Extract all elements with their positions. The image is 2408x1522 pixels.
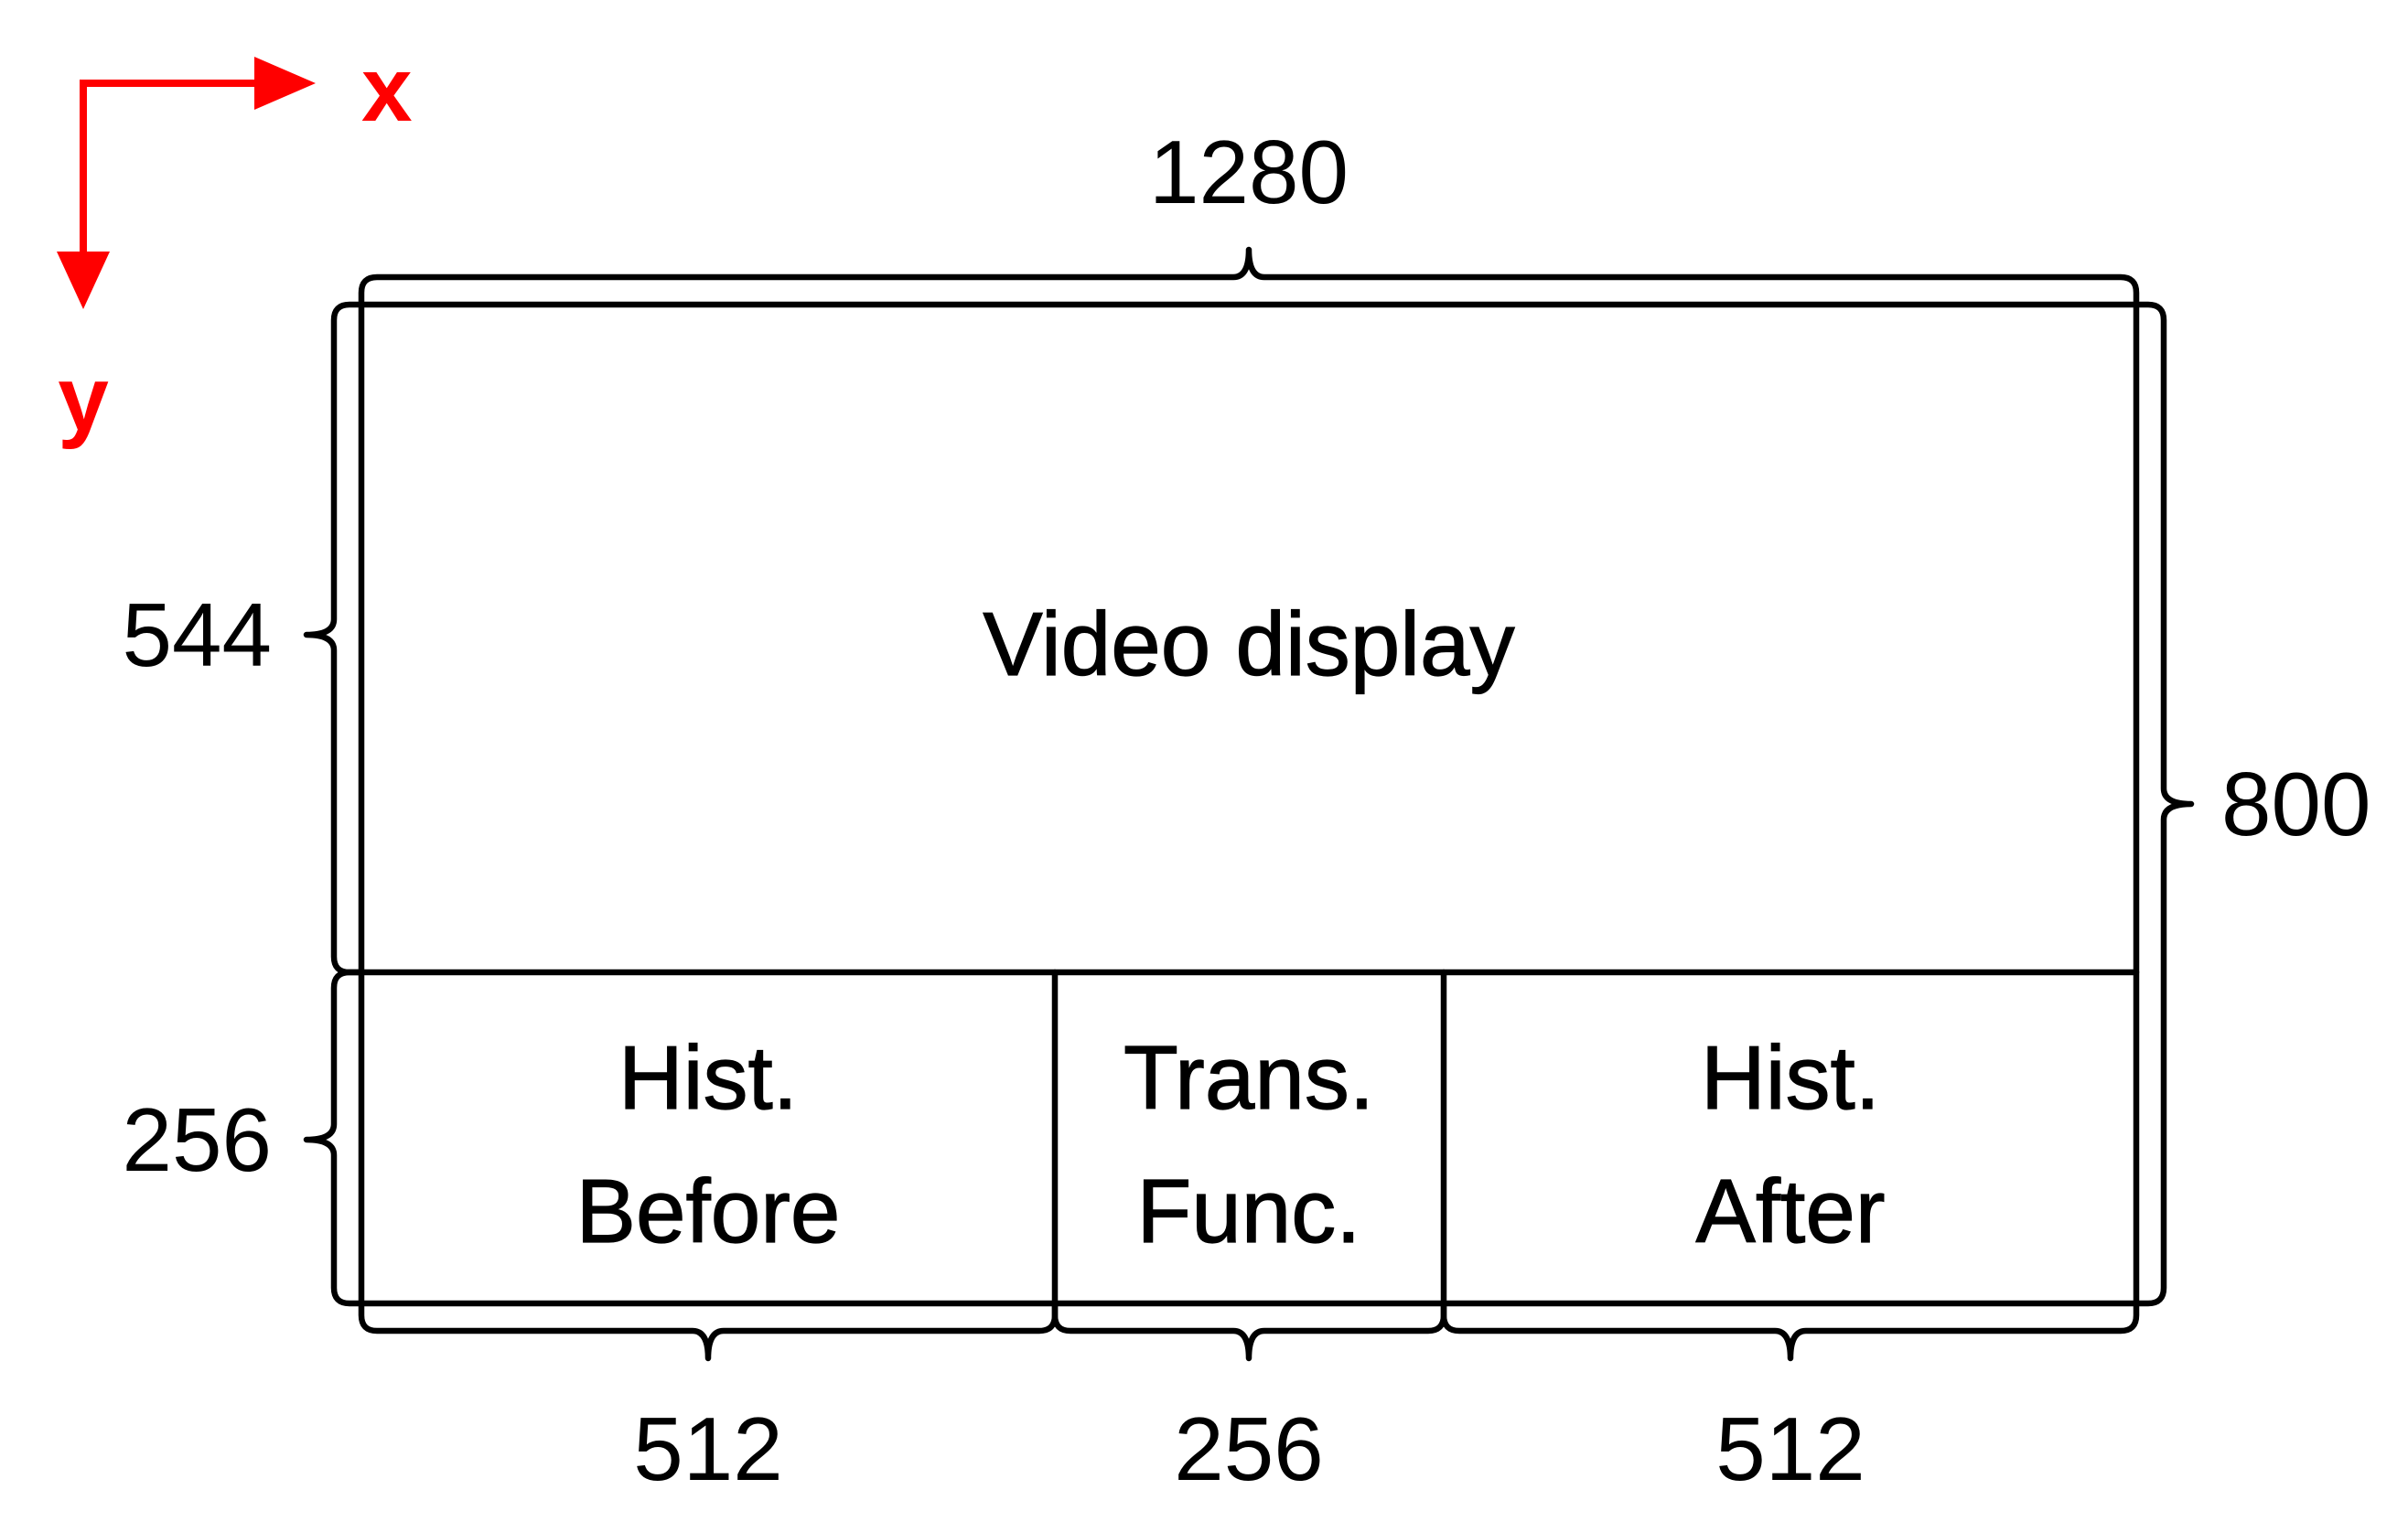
hist-before-label-line1: Hist. bbox=[618, 1027, 798, 1128]
trans-func-label-line2: Func. bbox=[1136, 1161, 1360, 1261]
total-width-label: 1280 bbox=[1149, 122, 1349, 222]
hist-after-width-brace bbox=[1440, 1300, 2140, 1362]
hist-before-label-line2: Before bbox=[576, 1161, 841, 1261]
panel-height-brace-left bbox=[303, 969, 365, 1307]
video-height-label: 544 bbox=[122, 584, 272, 685]
total-height-label: 800 bbox=[2221, 754, 2371, 854]
dimension-braces bbox=[303, 246, 2195, 1362]
video-display-label: Video display bbox=[983, 594, 1514, 694]
y-arrow-head-icon bbox=[57, 252, 110, 309]
trans-func-label-line1: Trans. bbox=[1123, 1027, 1374, 1128]
trans-func-width-label: 256 bbox=[1174, 1399, 1324, 1499]
total-height-brace-right bbox=[2133, 301, 2195, 1307]
width-brace-top bbox=[358, 246, 2140, 308]
screen-layout bbox=[358, 301, 2140, 1307]
hist-after-label-line2: After bbox=[1696, 1161, 1886, 1261]
hist-after-width-label: 512 bbox=[1715, 1399, 1865, 1499]
hist-after-label-line1: Hist. bbox=[1701, 1027, 1880, 1128]
screen-outline bbox=[358, 301, 2140, 1307]
panel-height-label: 256 bbox=[122, 1089, 272, 1190]
video-height-brace-left bbox=[303, 301, 365, 976]
dimension-labels: 1280 544 256 800 512 256 512 bbox=[122, 122, 2370, 1499]
x-arrow-head-icon bbox=[254, 57, 316, 110]
trans-func-width-brace bbox=[1051, 1300, 1447, 1362]
coordinate-axes: x y bbox=[57, 38, 413, 450]
x-axis-label: x bbox=[361, 38, 413, 141]
hist-before-width-label: 512 bbox=[633, 1399, 783, 1499]
hist-before-width-brace bbox=[358, 1300, 1059, 1362]
y-axis-label: y bbox=[58, 348, 109, 450]
region-labels: Video display Hist. Before Trans. Func. … bbox=[575, 593, 1886, 1261]
